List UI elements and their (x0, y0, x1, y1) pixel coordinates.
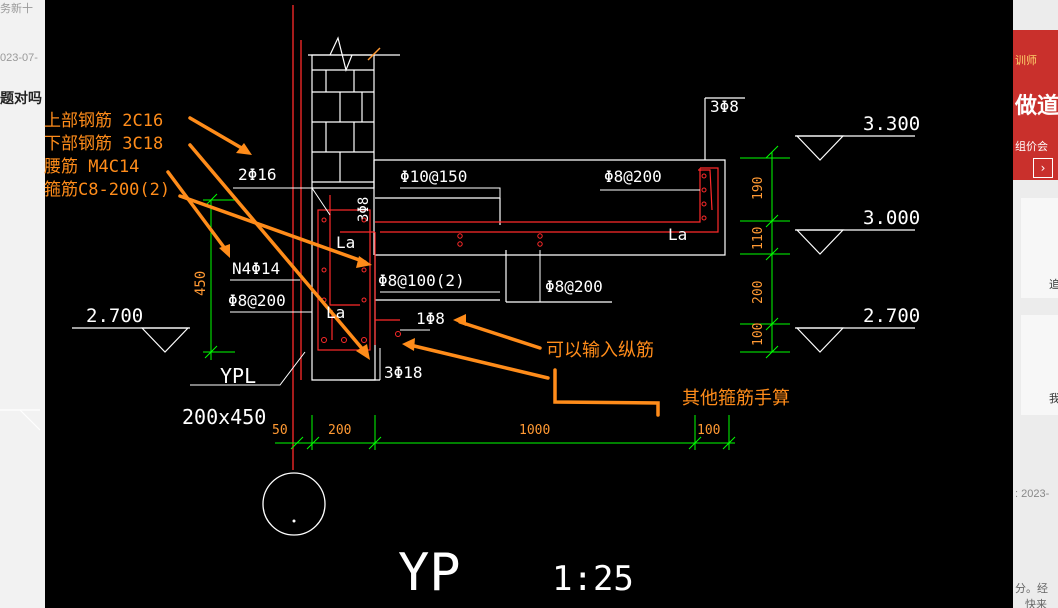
callout-input-long-rebar: 可以输入纵筋 (546, 340, 654, 361)
annotation-arrowheads (219, 143, 466, 360)
note-stirrup: 箍筋C8-200(2) (44, 180, 170, 200)
note-waist-rebar: 腰筋 M4C14 (44, 157, 139, 177)
callout-manual-stirrups: 其他箍筋手算 (682, 388, 790, 409)
right-fragment-7: 分。经 (1015, 583, 1048, 595)
dim-190: 190 (751, 177, 766, 200)
left-fragment-3[interactable]: 题对吗 (0, 90, 42, 106)
right-fragment-8: 快来 (1025, 599, 1047, 608)
brick-wall (308, 36, 400, 189)
label-la-2: La (668, 225, 687, 244)
dim-50: 50 (272, 423, 288, 438)
side-card-2 (1021, 315, 1058, 415)
label-3phi8-rotated: 3Φ8 (356, 197, 372, 222)
dim-450: 450 (193, 271, 209, 296)
side-card-1 (1021, 198, 1058, 298)
rebar (317, 167, 719, 351)
drawing-scale: 1:25 (552, 559, 634, 599)
annotation-arrows (166, 116, 660, 417)
right-fragment-3: 组价会 (1015, 141, 1048, 153)
dim-200: 200 (751, 281, 766, 304)
elevation-markers (0, 135, 915, 431)
left-fragment-1: 务新十 (0, 3, 33, 15)
dim-200-h: 200 (328, 423, 351, 438)
break-tick (367, 47, 381, 61)
label-la-3: La (326, 303, 345, 322)
label-phi10-150: Φ10@150 (400, 167, 467, 186)
label-phi8-200-lower: Φ8@200 (545, 277, 603, 296)
label-2phi16: 2Φ16 (238, 165, 277, 184)
left-fragment-2: 023-07- (0, 52, 38, 64)
label-1phi8: 1Φ8 (416, 309, 445, 328)
beam-name: YPL (220, 364, 256, 388)
note-bottom-rebar: 下部钢筋 3C18 (44, 134, 163, 154)
elevation-3000: 3.000 (863, 207, 920, 229)
right-fragment-2: 做道 (1015, 93, 1058, 118)
cad-background (45, 0, 1013, 608)
label-phi8-200-left: Φ8@200 (228, 291, 286, 310)
background-page-left-edge: 务新十 023-07- 题对吗 (0, 0, 45, 608)
elevation-3300: 3.300 (863, 113, 920, 135)
right-fragment-1: 训师 (1015, 55, 1037, 67)
chevron-right-icon[interactable]: › (1033, 158, 1053, 178)
background-page-right-edge: 训师 做道 组价会 › 追 我 : 2023- 分。经 快来 (1013, 0, 1058, 608)
dim-110: 110 (751, 227, 766, 250)
label-3phi8-top: 3Φ8 (710, 97, 739, 116)
beam-size: 200x450 (182, 405, 266, 429)
axis-bubble-dot (292, 519, 296, 523)
dim-1000: 1000 (519, 423, 550, 438)
label-phi8-200-top: Φ8@200 (604, 167, 662, 186)
right-fragment-6: : 2023- (1015, 488, 1050, 500)
axis-bubble (262, 472, 326, 536)
dimension-lines (203, 145, 790, 450)
right-fragment-5[interactable]: 我 (1049, 393, 1058, 405)
label-3phi18: 3Φ18 (384, 363, 423, 382)
label-phi8-100-2: Φ8@100(2) (378, 271, 465, 290)
label-la-1: La (336, 233, 355, 252)
dim-100: 100 (751, 323, 766, 346)
elevation-2700-left: 2.700 (86, 305, 143, 327)
ad-banner[interactable] (1013, 30, 1058, 180)
label-n4phi14: N4Φ14 (232, 259, 280, 278)
note-top-rebar: 上部钢筋 2C16 (44, 111, 163, 131)
drawing-title: YP (398, 543, 461, 603)
dim-100-h: 100 (697, 423, 720, 438)
elevation-2700-right: 2.700 (863, 305, 920, 327)
cad-drawing-canvas[interactable]: 上部钢筋 2C16 下部钢筋 3C18 腰筋 M4C14 箍筋C8-200(2)… (0, 0, 1013, 608)
leader-lines (190, 117, 706, 386)
right-fragment-4[interactable]: 追 (1049, 279, 1058, 291)
